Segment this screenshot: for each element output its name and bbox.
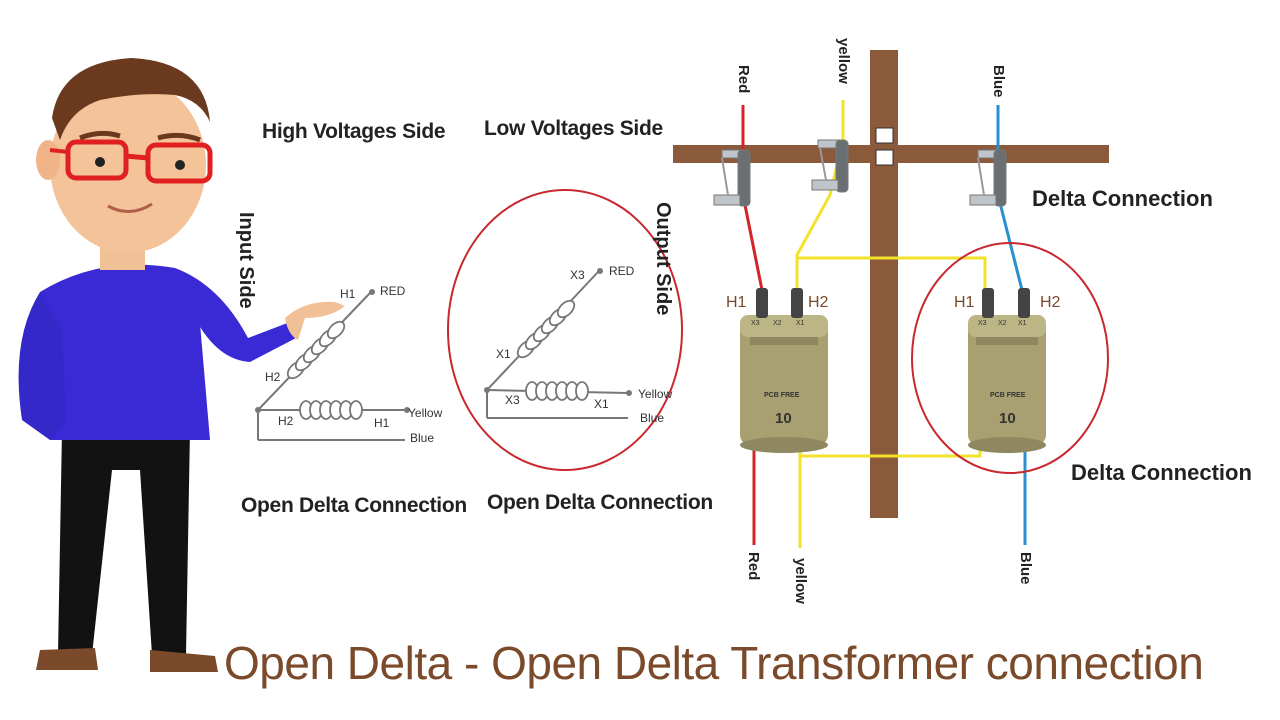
hv-h1-bottom-label: H1 xyxy=(374,416,390,430)
transformer-2-x1-label: X1 xyxy=(1018,320,1027,327)
utility-pole xyxy=(870,50,898,518)
high-voltage-side-heading: High Voltages Side xyxy=(262,120,446,143)
hv-h2-bottom-label: H2 xyxy=(278,414,294,428)
output-side-circle xyxy=(447,189,683,471)
lv-x3-bottom-label: X3 xyxy=(505,393,520,407)
pole-bracket-top xyxy=(875,127,894,144)
transformer-1-x3-label: X3 xyxy=(751,320,760,327)
wire-label-yellow-top: yellow xyxy=(835,38,852,84)
fuse-cutout-red xyxy=(713,149,751,207)
hv-yellow-terminal-dot xyxy=(404,407,410,413)
lv-yellow-terminal-dot xyxy=(626,390,632,396)
transformer-1-x1-label: X1 xyxy=(796,320,805,327)
hv-h2-top-label: H2 xyxy=(265,370,281,384)
delta-connection-label-top: Delta Connection xyxy=(1032,186,1213,211)
transformer-1-h1-label: H1 xyxy=(726,294,747,311)
wire-label-red-top: Red xyxy=(735,65,752,94)
hv-red-terminal-dot xyxy=(369,289,375,295)
wire-label-yellow-bottom: yellow xyxy=(792,558,809,604)
lv-diagonal-coil xyxy=(516,299,576,359)
wire-label-blue-top: Blue xyxy=(990,65,1007,98)
lv-horizontal-coil xyxy=(525,381,589,401)
hv-horizontal-coil xyxy=(299,400,363,420)
lv-red-terminal-dot xyxy=(597,268,603,274)
open-delta-caption-left: Open Delta Connection xyxy=(241,494,467,517)
lv-common-node-dot xyxy=(484,387,490,393)
hv-yellow-label: Yellow xyxy=(408,406,443,420)
transformer-1-body xyxy=(740,288,828,453)
lv-red-label: RED xyxy=(609,264,635,278)
wire-label-red-bottom: Red xyxy=(745,552,762,581)
transformer-2-body xyxy=(968,288,1046,453)
lv-x3-top-label: X3 xyxy=(570,268,585,282)
lv-blue-label: Blue xyxy=(640,411,665,425)
transformer-1-rating: 10 xyxy=(775,410,792,427)
transformer-1-badge: PCB FREE xyxy=(764,392,800,399)
transformer-2-circle xyxy=(911,242,1109,474)
wire-label-blue-bottom: Blue xyxy=(1017,552,1034,585)
pole-bracket-bottom xyxy=(875,149,894,166)
hv-diagonal-coil xyxy=(286,320,346,380)
input-side-label: Input Side xyxy=(235,212,257,309)
transformer-2-x2-label: X2 xyxy=(998,320,1007,327)
hv-blue-label: Blue xyxy=(410,431,435,445)
transformer-2-x3-label: X3 xyxy=(978,320,987,327)
transformer-2-badge: PCB FREE xyxy=(990,392,1026,399)
transformer-2-rating: 10 xyxy=(999,410,1016,427)
transformer-2-h2-label: H2 xyxy=(1040,294,1061,311)
transformer-1-x2-label: X2 xyxy=(773,320,782,327)
hv-red-label: RED xyxy=(380,284,406,298)
hv-common-node-dot xyxy=(255,407,261,413)
lv-x1-top-label: X1 xyxy=(496,347,511,361)
hv-h1-top-label: H1 xyxy=(340,287,356,301)
presenter-illustration xyxy=(18,58,345,672)
transformer-2-h1-label: H1 xyxy=(954,294,975,311)
output-side-label: Output Side xyxy=(652,202,674,316)
open-delta-caption-right: Open Delta Connection xyxy=(487,491,713,514)
transformer-1-h2-label: H2 xyxy=(808,294,829,311)
fuse-cutout-yellow xyxy=(811,139,849,193)
delta-connection-label-bottom: Delta Connection xyxy=(1071,460,1252,485)
lv-yellow-label: Yellow xyxy=(638,387,673,401)
page-title: Open Delta - Open Delta Transformer conn… xyxy=(224,637,1204,689)
lv-x1-bottom-label: X1 xyxy=(594,397,609,411)
fuse-cutout-blue xyxy=(969,149,1007,207)
low-voltage-side-heading: Low Voltages Side xyxy=(484,117,663,140)
